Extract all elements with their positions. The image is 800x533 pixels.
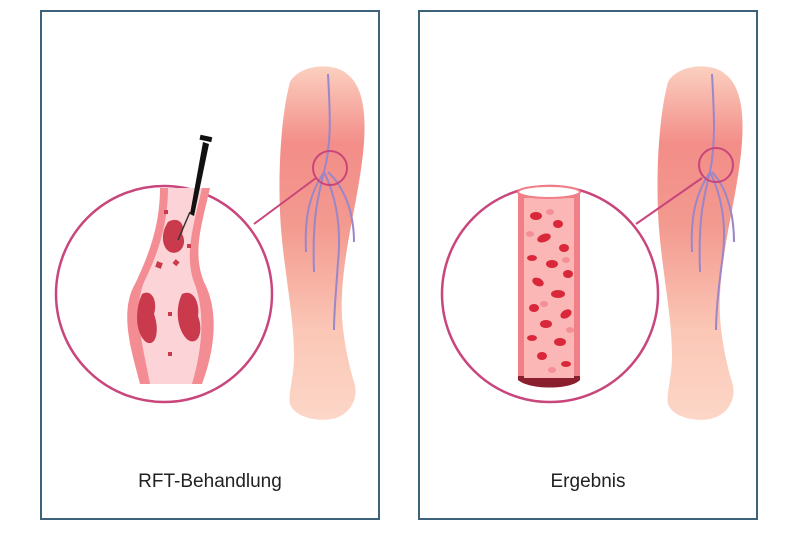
blood-clot bbox=[177, 292, 201, 342]
needle-icon bbox=[177, 134, 213, 241]
zoom-marker-circle bbox=[312, 150, 348, 186]
blood-clot bbox=[162, 219, 185, 253]
blood-clot bbox=[137, 292, 157, 344]
vein-line bbox=[323, 171, 341, 331]
leg-icon bbox=[657, 66, 743, 420]
zoom-connector-line bbox=[253, 177, 317, 225]
vein-line bbox=[327, 171, 355, 243]
zoom-connector-line bbox=[635, 177, 703, 225]
zoom-marker-circle bbox=[698, 147, 734, 183]
zoom-circle bbox=[54, 134, 274, 404]
result-illustration bbox=[440, 66, 743, 420]
panel-result: Ergebnis bbox=[418, 10, 758, 520]
leg-icon bbox=[279, 66, 365, 420]
panel-caption: RFT-Behandlung bbox=[138, 471, 282, 492]
healthy-vessel bbox=[517, 185, 581, 388]
panel-rft-treatment: RFT-Behandlung bbox=[40, 10, 380, 520]
blood-cells bbox=[527, 212, 573, 367]
blood-cells-light bbox=[526, 209, 574, 373]
vein-line bbox=[711, 171, 735, 243]
rft-illustration bbox=[54, 66, 365, 420]
vein-line bbox=[709, 171, 726, 331]
vein-line bbox=[690, 171, 711, 253]
panel-caption: Ergebnis bbox=[550, 471, 626, 492]
zoom-circle bbox=[440, 184, 660, 404]
vein-line bbox=[304, 171, 325, 253]
